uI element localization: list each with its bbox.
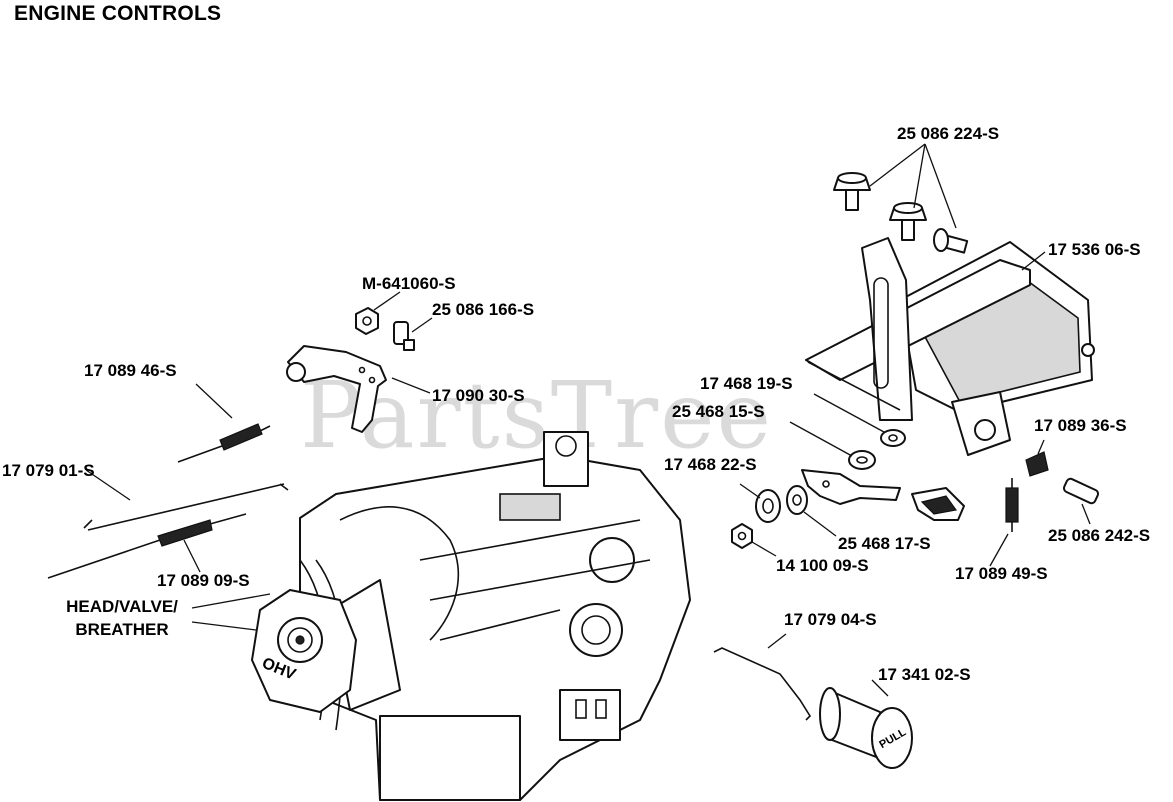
label-17-090-30: 17 090 30-S xyxy=(432,386,525,405)
throttle-lever xyxy=(286,345,387,433)
washer-2546817 xyxy=(786,485,808,515)
label-17-089-49: 17 089 49-S xyxy=(955,564,1048,583)
label-head-valve: HEAD/VALVE/ xyxy=(66,597,178,616)
label-25-468-15: 25 468 15-S xyxy=(672,402,765,421)
spring-1708949 xyxy=(1005,478,1019,532)
bolt-224-b xyxy=(889,202,927,241)
label-14-100-09: 14 100 09-S xyxy=(776,556,869,575)
link-rod-1707901 xyxy=(83,483,289,531)
spring-1708936 xyxy=(1025,451,1049,477)
label-17-468-19: 17 468 19-S xyxy=(700,374,793,393)
washer-1746819 xyxy=(880,429,906,447)
label-25-086-242: 25 086 242-S xyxy=(1048,526,1151,545)
engine-block xyxy=(299,431,691,801)
bolt-224-a xyxy=(833,172,871,211)
spring-rod-1708909 xyxy=(47,513,247,579)
choke-rod-1707904 xyxy=(713,647,812,721)
control-bracket xyxy=(805,237,1095,456)
spring-1708946 xyxy=(177,423,271,463)
label-17-468-22: 17 468 22-S xyxy=(664,455,757,474)
nut-m641060 xyxy=(355,307,379,335)
label-25-468-17: 25 468 17-S xyxy=(838,534,931,553)
label-25-086-224: 25 086 224-S xyxy=(897,124,1000,143)
nut-1410009 xyxy=(731,523,753,549)
label-17-079-04: 17 079 04-S xyxy=(784,610,877,629)
label-17-341-02: 17 341 02-S xyxy=(878,665,971,684)
label-17-536-06: 17 536 06-S xyxy=(1048,240,1141,259)
wave-washer-1746822 xyxy=(755,489,781,523)
label-25-086-166: 25 086 166-S xyxy=(432,300,535,319)
throttle-plate xyxy=(801,469,901,505)
choke-knob-1734102 xyxy=(819,687,913,769)
page-title: ENGINE CONTROLS xyxy=(14,2,222,25)
label-breather: BREATHER xyxy=(75,620,169,639)
label-m-641060: M-641060-S xyxy=(362,274,456,293)
bolt-25086166 xyxy=(393,321,415,351)
label-17-089-36: 17 089 36-S xyxy=(1034,416,1127,435)
washer-2546815 xyxy=(848,450,876,470)
bolt-25086242 xyxy=(1062,477,1100,505)
label-17-089-09: 17 089 09-S xyxy=(157,571,250,590)
label-17-089-46: 17 089 46-S xyxy=(84,361,177,380)
bolt-224-c xyxy=(933,228,969,254)
valve-cover xyxy=(251,589,357,713)
label-17-079-01: 17 079 01-S xyxy=(2,461,95,480)
throttle-knob-lever xyxy=(911,487,965,521)
